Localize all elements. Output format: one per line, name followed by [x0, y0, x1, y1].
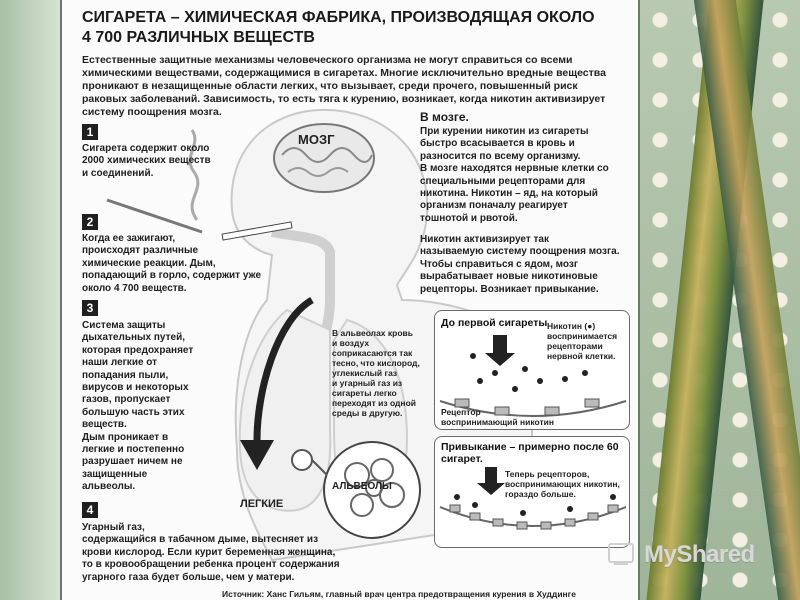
intro-text: Естественные защитные механизмы человече…	[82, 54, 606, 118]
brain-text-2: Никотин активизирует так называемую сист…	[420, 234, 620, 295]
inset-before-first-cigarette: До первой сигареты Никотин (●) восприним…	[434, 310, 630, 430]
cigarette	[221, 221, 293, 241]
smoke	[188, 129, 200, 221]
inset-addiction: Привыкание – примерно после 60 сигарет. …	[434, 436, 630, 548]
inset2-note: Теперь рецепторов, воспринимающих никоти…	[505, 469, 620, 499]
brain-text-1: При курении никотин из сигареты быстро в…	[420, 126, 609, 224]
arrowhead	[240, 440, 274, 470]
anatomy-diagram	[106, 108, 533, 562]
alveoli-text: В альвеолах кровь и воздух соприкасаются…	[332, 328, 420, 418]
step-4-badge: 4	[82, 502, 98, 518]
step-3-text: Система защиты дыхательных путей, котора…	[82, 320, 194, 493]
smoke-path-arrow	[253, 296, 314, 441]
slide-background-left	[0, 0, 60, 600]
brain-label: МОЗГ	[298, 132, 335, 147]
inset1-title: До первой сигареты	[441, 317, 548, 329]
alveoli-label: АЛЬВЕОЛЫ	[332, 481, 392, 492]
brain-shape	[273, 123, 375, 193]
inset1-note: Никотин (●) воспринимается рецепторами н…	[547, 321, 618, 361]
step-2-text: Когда ее зажигают, происходят различные …	[82, 233, 262, 294]
receptor-label: Рецептор воспринимающий никотин	[441, 407, 554, 427]
brain-heading: В мозге.	[420, 110, 469, 124]
receptor-diagram-2	[439, 467, 627, 530]
lungs-label: ЛЕГКИЕ	[240, 498, 284, 510]
myshared-logo-text: MyShared	[644, 541, 755, 568]
receptor-diagram-1	[439, 335, 627, 417]
infographic-poster: СИГАРЕТА – ХИМИЧЕСКАЯ ФАБРИКА, ПРОИЗВОДЯ…	[60, 0, 640, 600]
poster-title: СИГАРЕТА – ХИМИЧЕСКАЯ ФАБРИКА, ПРОИЗВОДЯ…	[82, 9, 595, 46]
step-3-badge: 3	[82, 300, 98, 316]
step-4-text: Угарный газ, содержащийся в табачном дым…	[82, 522, 340, 583]
myshared-logo-icon	[608, 543, 634, 565]
inset2-title: Привыкание – примерно после 60 сигарет.	[441, 441, 619, 465]
match	[106, 198, 203, 234]
step-1-badge: 1	[82, 124, 98, 140]
step-1-text: Сигарета содержит около 2000 химических …	[82, 143, 211, 179]
step-2-badge: 2	[82, 214, 98, 230]
source-footer: Источник: Ханс Гильям, главный врач цент…	[222, 589, 576, 599]
